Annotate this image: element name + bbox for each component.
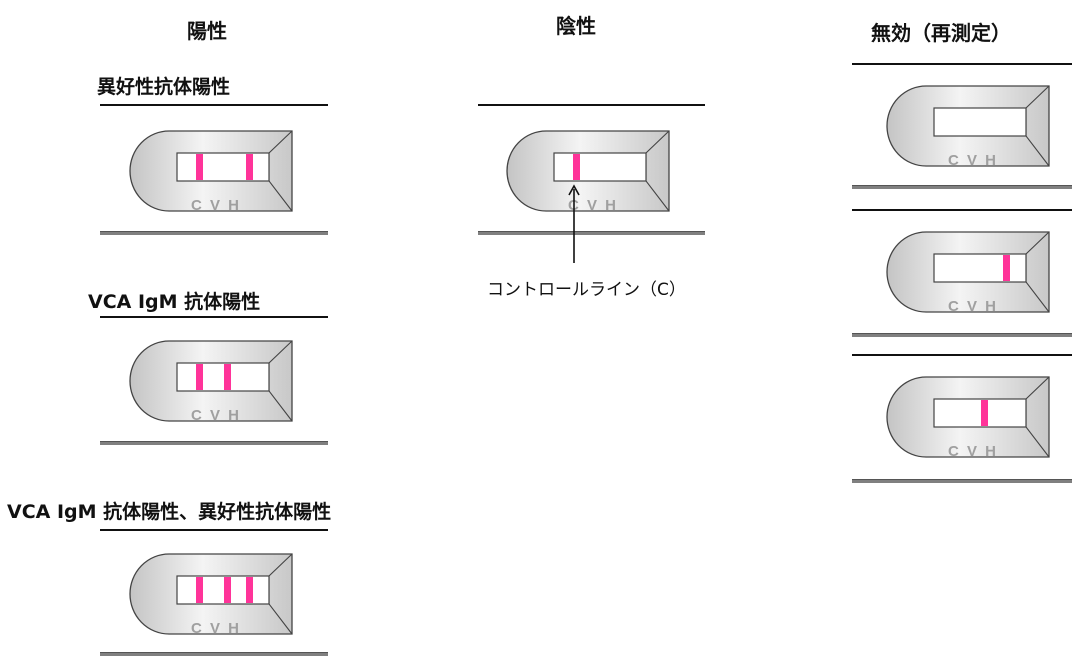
rule-bottom bbox=[478, 231, 705, 235]
result-window bbox=[176, 362, 270, 392]
result-window bbox=[176, 575, 270, 605]
test-cassette: C V H bbox=[886, 376, 1051, 460]
label-heterophile-positive: 異好性抗体陽性 bbox=[97, 76, 231, 98]
cvh-label: C V H bbox=[948, 443, 998, 460]
rule-bottom bbox=[100, 231, 328, 235]
rule-top bbox=[852, 63, 1072, 65]
label-both-positive: VCA IgM 抗体陽性、異好性抗体陽性 bbox=[7, 501, 332, 523]
rule-bottom bbox=[852, 479, 1072, 483]
test-band-line bbox=[1003, 255, 1010, 281]
cvh-label: C V H bbox=[191, 197, 241, 214]
test-band-line bbox=[224, 364, 231, 390]
result-window bbox=[553, 152, 647, 182]
test-cassette: C V H bbox=[506, 130, 671, 214]
rule-top bbox=[100, 529, 328, 531]
cvh-label: C V H bbox=[191, 407, 241, 424]
test-band-line bbox=[196, 577, 203, 603]
callout-control-line: コントロールライン（C） bbox=[487, 280, 686, 300]
cvh-label: C V H bbox=[568, 197, 618, 214]
rule-top bbox=[478, 104, 705, 106]
cvh-label: C V H bbox=[948, 298, 998, 315]
test-band-line bbox=[224, 577, 231, 603]
heading-positive: 陽性 bbox=[187, 19, 227, 43]
test-band-line bbox=[573, 154, 580, 180]
test-cassette: C V H bbox=[129, 130, 294, 214]
rule-top bbox=[852, 209, 1072, 211]
test-cassette: C V H bbox=[886, 231, 1051, 315]
heading-invalid: 無効（再測定） bbox=[871, 21, 1011, 45]
test-band-line bbox=[196, 364, 203, 390]
test-band-line bbox=[196, 154, 203, 180]
test-cassette: C V H bbox=[129, 340, 294, 424]
label-vca-igm-positive: VCA IgM 抗体陽性 bbox=[88, 291, 261, 313]
result-window bbox=[176, 152, 270, 182]
cvh-label: C V H bbox=[948, 152, 998, 169]
rule-top bbox=[100, 104, 328, 106]
rule-bottom bbox=[852, 185, 1072, 189]
heading-negative: 陰性 bbox=[556, 14, 596, 38]
cvh-label: C V H bbox=[191, 620, 241, 637]
rule-bottom bbox=[100, 441, 328, 445]
result-window bbox=[933, 253, 1027, 283]
rule-bottom bbox=[100, 652, 328, 656]
test-cassette: C V H bbox=[129, 553, 294, 637]
rule-top bbox=[852, 354, 1072, 356]
test-band-line bbox=[981, 400, 988, 426]
test-cassette: C V H bbox=[886, 85, 1051, 169]
result-window bbox=[933, 107, 1027, 137]
rule-top bbox=[100, 316, 328, 318]
test-band-line bbox=[246, 154, 253, 180]
test-band-line bbox=[246, 577, 253, 603]
result-window bbox=[933, 398, 1027, 428]
arrow-up-icon bbox=[568, 184, 580, 263]
rule-bottom bbox=[852, 333, 1072, 337]
